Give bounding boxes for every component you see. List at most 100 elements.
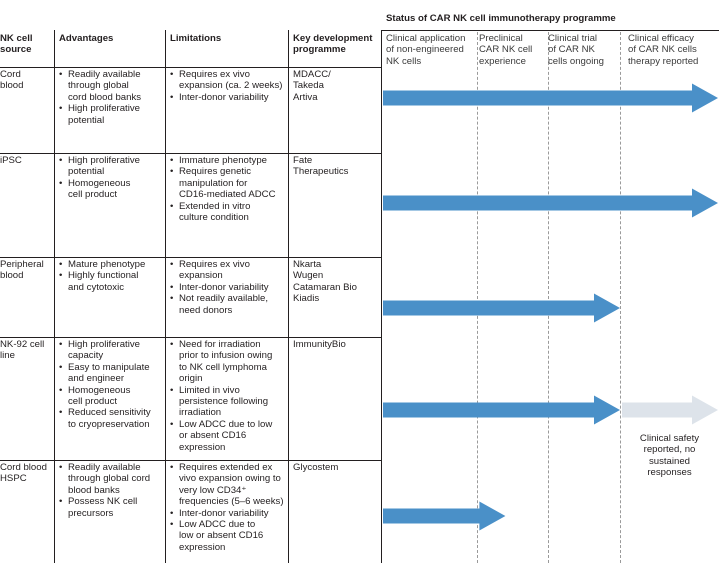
advantages-item: potential [68,166,105,178]
column-divider-limitations [165,30,166,563]
column-divider-status [381,30,382,563]
limitations-item: Not readily available, [170,293,269,305]
limitations-item: Low ADCC due to [170,519,284,531]
advantages-item: cell product [68,189,118,201]
advantages-item: potential [68,114,105,126]
programme-line: Nkarta [293,259,322,270]
programme-line: Therapeutics [293,166,349,178]
progress-arrow [383,395,620,425]
limitations-item: Inter-donor variability [170,508,284,520]
limitations-item: prior to infusion owing [179,350,273,362]
stage-divider [620,32,621,563]
limitations-item: manipulation for [179,177,248,189]
advantages-item: High proliferative [59,155,140,167]
limitations-item: irradiation [179,407,222,419]
limitations-item: to NK cell lymphoma [179,361,267,373]
row-divider [0,153,381,154]
limitations-item: or absent CD16 [179,430,247,442]
programme-line: Takeda [293,80,324,92]
limitations-item: CD16-mediated ADCC [179,189,276,201]
advantages-item: Mature phenotype [59,259,145,271]
advantages-item: High proliferative [59,339,151,351]
limitations-item: vivo expansion owing to [179,473,281,485]
note-line: reported, no [643,444,696,456]
stage-divider [548,32,549,563]
row-divider [0,257,381,258]
advantages-list: High proliferativepotentialHomogeneousce… [59,155,140,201]
limitations-item: Requires ex vivo [170,69,282,81]
limitations-item: Low ADCC due to low [170,419,272,431]
limitations-item: Immature phenotype [170,155,276,167]
limitations-item: Inter-donor variability [170,92,282,104]
advantages-item: and engineer [68,373,125,385]
programme-line: Wugen [293,270,324,282]
source-line: Cord [0,69,21,80]
stage-divider [477,32,478,563]
row-divider [0,460,381,461]
advantages-item: capacity [68,350,104,362]
limitations-item: frequencies (5–6 weeks) [179,496,284,508]
progress-arrow [383,501,506,531]
programme-line: MDACC/ [293,69,331,80]
panel-title: Status of CAR NK cell immunotherapy prog… [386,13,616,24]
programme-line: ImmunityBio [293,339,346,350]
limitations-list: Immature phenotypeRequires geneticmanipu… [170,155,276,223]
limitations-list: Requires ex vivoexpansionInter-donor var… [170,259,269,316]
source-line: iPSC [0,155,22,166]
advantages-item: blood banks [68,484,120,496]
limitations-item: persistence following [179,396,269,408]
limitations-item: expansion [179,270,223,282]
advantages-item: Reduced sensitivity [59,407,151,419]
source-line: Peripheral [0,259,44,270]
stage-header-line: Preclinical [479,33,523,44]
stage-header-line: NK cells [386,55,422,67]
limitations-item: Requires ex vivo [170,259,269,271]
limitations-item: Requires genetic [170,166,276,178]
limitations-item: need donors [179,304,233,316]
stage-header-line: Clinical application [386,33,466,44]
stage-header-line: Clinical efficacy [628,33,694,44]
limitations-item: Extended in vitro [170,201,276,213]
title-underline [381,30,719,31]
row-divider [0,337,381,338]
stage-header-line: CAR NK cell [479,44,533,56]
stage-header-line: Clinical trial [548,33,598,44]
limitations-item: culture condition [179,212,249,224]
advantages-list: High proliferativecapacityEasy to manipu… [59,339,151,430]
advantages-item: Homogeneous [59,178,140,190]
programme-cell: Glycostem [293,462,338,473]
progress-arrow [383,83,718,113]
programme-line: Artiva [293,91,318,103]
header-programme: Key development programme [293,33,373,56]
limitations-item: expansion (ca. 2 weeks) [179,80,283,92]
source-line: Cord blood [0,462,47,473]
programme-line: Glycostem [293,462,339,473]
header-advantages: Advantages [59,33,114,44]
programme-line: Catamaran Bio [293,281,357,293]
planned-progress-arrow [622,395,718,425]
stage-header-line: of CAR NK cells [628,44,697,56]
header-source: NK cell source [0,33,33,56]
progress-arrow [383,293,620,323]
limitations-item: Limited in vivo [170,385,272,397]
limitations-item: low or absent CD16 [179,530,264,542]
advantages-item: Homogeneous [59,385,151,397]
note-line: responses [647,467,692,479]
programme-cell: ImmunityBio [293,339,346,350]
advantages-item: cell product [68,396,118,408]
